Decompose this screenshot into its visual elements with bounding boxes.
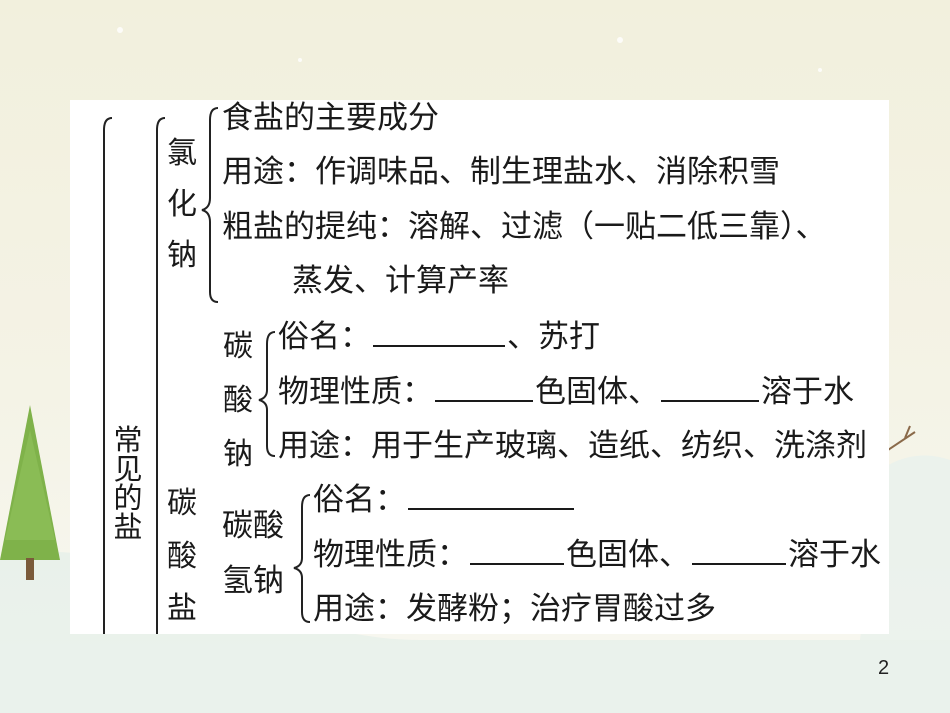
fill-in-blank[interactable]: [470, 562, 564, 565]
nahco3-alias: 俗名：: [313, 485, 576, 516]
na2co3-alias: 俗名：、苏打: [278, 319, 600, 355]
content-panel: 常 见 的 盐 氯 化 钠 食盐的主要成分 用途：作调味品、制生理盐水、消除积雪…: [70, 100, 889, 634]
fill-in-blank[interactable]: [661, 399, 759, 402]
nacl-purification-cont: 蒸发、计算产率: [292, 263, 509, 299]
label-sodium-carbonate: 碳 酸 钠: [223, 329, 253, 472]
nahco3-uses: 用途：发酵粉；治疗胃酸过多: [313, 591, 716, 627]
nacl-uses: 用途：作调味品、制生理盐水、消除积雪: [222, 154, 780, 190]
pine-tree-icon: [0, 405, 60, 580]
label-carbonates: 碳 酸 盐: [167, 486, 197, 626]
brace-lines: [103, 107, 311, 634]
root-label-common-salts: 常 见 的 盐: [113, 423, 143, 544]
label-sodium-chloride: 氯 化 钠: [167, 136, 197, 273]
page-number: 2: [878, 657, 890, 679]
nacl-main-component: 食盐的主要成分: [222, 100, 439, 136]
nacl-purification: 粗盐的提纯：溶解、过滤（一贴二低三靠）、: [222, 209, 827, 245]
label-sodium-bicarbonate-2: 氢钠: [222, 563, 284, 599]
na2co3-physical: 物理性质：色固体、溶于水: [278, 374, 854, 410]
label-sodium-bicarbonate-1: 碳酸: [222, 508, 284, 544]
fill-in-blank[interactable]: [408, 507, 574, 510]
fill-in-blank[interactable]: [373, 344, 505, 347]
fill-in-blank[interactable]: [435, 399, 533, 402]
fill-in-blank[interactable]: [692, 562, 786, 565]
na2co3-uses: 用途：用于生产玻璃、造纸、纺织、洗涤剂: [278, 428, 867, 464]
nahco3-physical: 物理性质：色固体、溶于水: [313, 537, 881, 573]
